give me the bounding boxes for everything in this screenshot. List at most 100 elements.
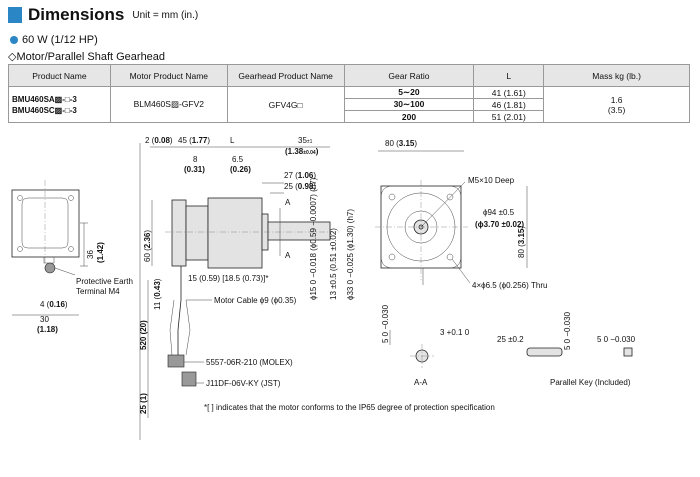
- dim-15: 15 (0.59) [18.5 (0.73)]*: [188, 274, 269, 283]
- cable-wires: [169, 299, 191, 356]
- ratio-3: 200: [343, 110, 475, 123]
- dim-80-top: 80 (3.15): [385, 139, 417, 148]
- dim-80-top-val: 80 (: [385, 139, 399, 148]
- section-header: Dimensions Unit = mm (in.): [8, 4, 198, 26]
- th-mass: Mass kg (lb.): [543, 64, 690, 87]
- mass: 1.6 (3.5): [543, 86, 690, 123]
- molex-connector: [167, 354, 185, 368]
- cable-outlet: [43, 256, 55, 264]
- dim-36-in: (1.42): [96, 242, 105, 263]
- dim-35-val: 35: [298, 136, 307, 145]
- molex-label: 5557-06R-210 (MOLEX): [206, 358, 293, 367]
- dim-80-top-bold: 3.15: [399, 139, 415, 148]
- th-gearhead: Gearhead Product Name: [226, 64, 345, 87]
- dim-11-val: 11 (: [153, 296, 162, 310]
- th-L: L: [473, 64, 545, 87]
- dim-30: 30: [40, 315, 49, 324]
- mass-kg: 1.6: [610, 94, 623, 105]
- motor-side-view: 2 (0.08) 45 (1.77) L 35±1 (1.38±0.04) 8 …: [139, 136, 355, 440]
- rear-hole: [68, 246, 74, 252]
- power-heading: 60 W (1/12 HP): [10, 34, 98, 46]
- power-label: 60 W (1/12 HP): [22, 34, 98, 46]
- dim-45: 45 (1.77): [178, 136, 210, 145]
- subtitle: ◇Motor/Parallel Shaft Gearhead: [8, 51, 166, 63]
- dim-35: 35±1: [298, 136, 313, 145]
- earth-terminal: [44, 262, 56, 274]
- rear-inner-outline: [21, 197, 69, 249]
- paren-close: ): [143, 230, 152, 233]
- aa-dim-3: 3 +0.1 0: [440, 328, 470, 337]
- dim-27-bold: 1.06: [298, 171, 314, 180]
- leader: [54, 267, 76, 276]
- motor-product: BLM460S▨-GFV2: [109, 86, 228, 123]
- paren-close: ): [414, 139, 417, 148]
- dim-13: 13 ±0.5 (0.51 ±0.02): [329, 228, 338, 300]
- dim-11: 11 (0.43): [153, 278, 162, 310]
- key-shape: [526, 347, 563, 357]
- paren-close: ): [313, 171, 316, 180]
- aa-label: A-A: [414, 378, 428, 387]
- dim-27-val: 27 (: [284, 171, 298, 180]
- gearhead-front-view: 80 (3.15) M5×10 Deep ϕ94 ±0.5 (ϕ3.70 ±0.…: [375, 139, 547, 290]
- dim-60: 60 (2.36): [143, 230, 152, 262]
- dim-phi33: ϕ33 0 −0.025 (ϕ1.30) (h7): [346, 209, 355, 300]
- key-dim-25: 25 ±0.2: [497, 335, 524, 344]
- gearhead-body: [207, 197, 263, 269]
- jst-connector: [181, 371, 197, 387]
- dim-80-right-val: 80 (: [517, 244, 526, 258]
- dim-25: 25 (0.98): [284, 182, 316, 191]
- dim-4-val: 4 (: [40, 300, 50, 309]
- dim-27: 27 (1.06): [284, 171, 316, 180]
- dim-60-bold: 2.36: [143, 232, 152, 248]
- dim-4: 4 (0.16): [40, 300, 68, 309]
- rear-hole: [17, 195, 23, 201]
- leader: [420, 181, 466, 228]
- dim-2-val: 2 (: [145, 136, 155, 145]
- dim-25-bold: 0.98: [298, 182, 314, 191]
- table-header-row: Product Name Motor Product Name Gearhead…: [8, 64, 690, 87]
- dim-35-in: (1.38±0.04): [285, 147, 319, 156]
- mount-hole: [446, 193, 454, 201]
- dim-45-bold: 1.77: [192, 136, 208, 145]
- th-motor: Motor Product Name: [109, 64, 228, 87]
- section-title: Dimensions: [28, 5, 125, 24]
- dim-80-right-bold: 3.15: [517, 228, 526, 244]
- dim-36: 36: [86, 250, 95, 259]
- section-aa: 5 0 −0.030 3 +0.1 0 A-A: [381, 304, 470, 387]
- parallel-key: 25 ±0.2 5 0 −0.030 5 0 −0.030 Parallel K…: [497, 311, 636, 387]
- product-names: BMU460SA▨-□-3 BMU460SC▨-□-3: [8, 86, 111, 123]
- ip65-note: *[ ] indicates that the motor conforms t…: [204, 403, 495, 412]
- product-c: BMU460SC▨-□-3: [12, 105, 77, 115]
- mount-hole: [388, 193, 396, 201]
- paren-close: ): [153, 278, 162, 281]
- spec-table: Product Name Motor Product Name Gearhead…: [8, 64, 690, 123]
- section-mark-a2: A: [285, 251, 291, 260]
- dim-35-in-val: (1.38: [285, 147, 304, 156]
- dim-phi15: ϕ15 0 −0.018 (ϕ0.59 −0.0007) (h7): [309, 177, 318, 300]
- paren-close: ): [170, 136, 173, 145]
- section-marker-icon: [8, 7, 22, 23]
- dim-2: 2 (0.08): [145, 136, 173, 145]
- phi94-in-label: (ϕ3.70 ±0.02): [475, 220, 524, 229]
- dim-60-val: 60 (: [143, 248, 152, 262]
- phi94-label: ϕ94 ±0.5: [483, 208, 515, 217]
- paren-close: ): [316, 147, 319, 156]
- earth-label-1: Protective Earth: [76, 277, 133, 286]
- dim-45-val: 45 (: [178, 136, 192, 145]
- motor-rear-view: Protective Earth Terminal M4 36 (1.42) 4…: [11, 180, 133, 334]
- output-shaft: [267, 221, 331, 241]
- key-dim-5h: 5 0 −0.030: [597, 335, 636, 344]
- table-row: BMU460SA▨-□-3 BMU460SC▨-□-3 BLM460S▨-GFV…: [8, 86, 690, 123]
- paren-close: ): [517, 226, 526, 229]
- aa-dim-5: 5 0 −0.030: [381, 304, 390, 343]
- earth-label-2: Terminal M4: [76, 287, 120, 296]
- dim-11-bold: 0.43: [153, 281, 162, 297]
- motor-cable: [177, 266, 182, 355]
- section-mark-a: A: [285, 198, 291, 207]
- gearhead-product: GFV4G□: [226, 86, 345, 123]
- dim-2-bold: 0.08: [154, 136, 170, 145]
- product-a: BMU460SA▨-□-3: [12, 94, 77, 104]
- rear-hole: [68, 195, 74, 201]
- key-dim-5v: 5 0 −0.030: [563, 311, 572, 350]
